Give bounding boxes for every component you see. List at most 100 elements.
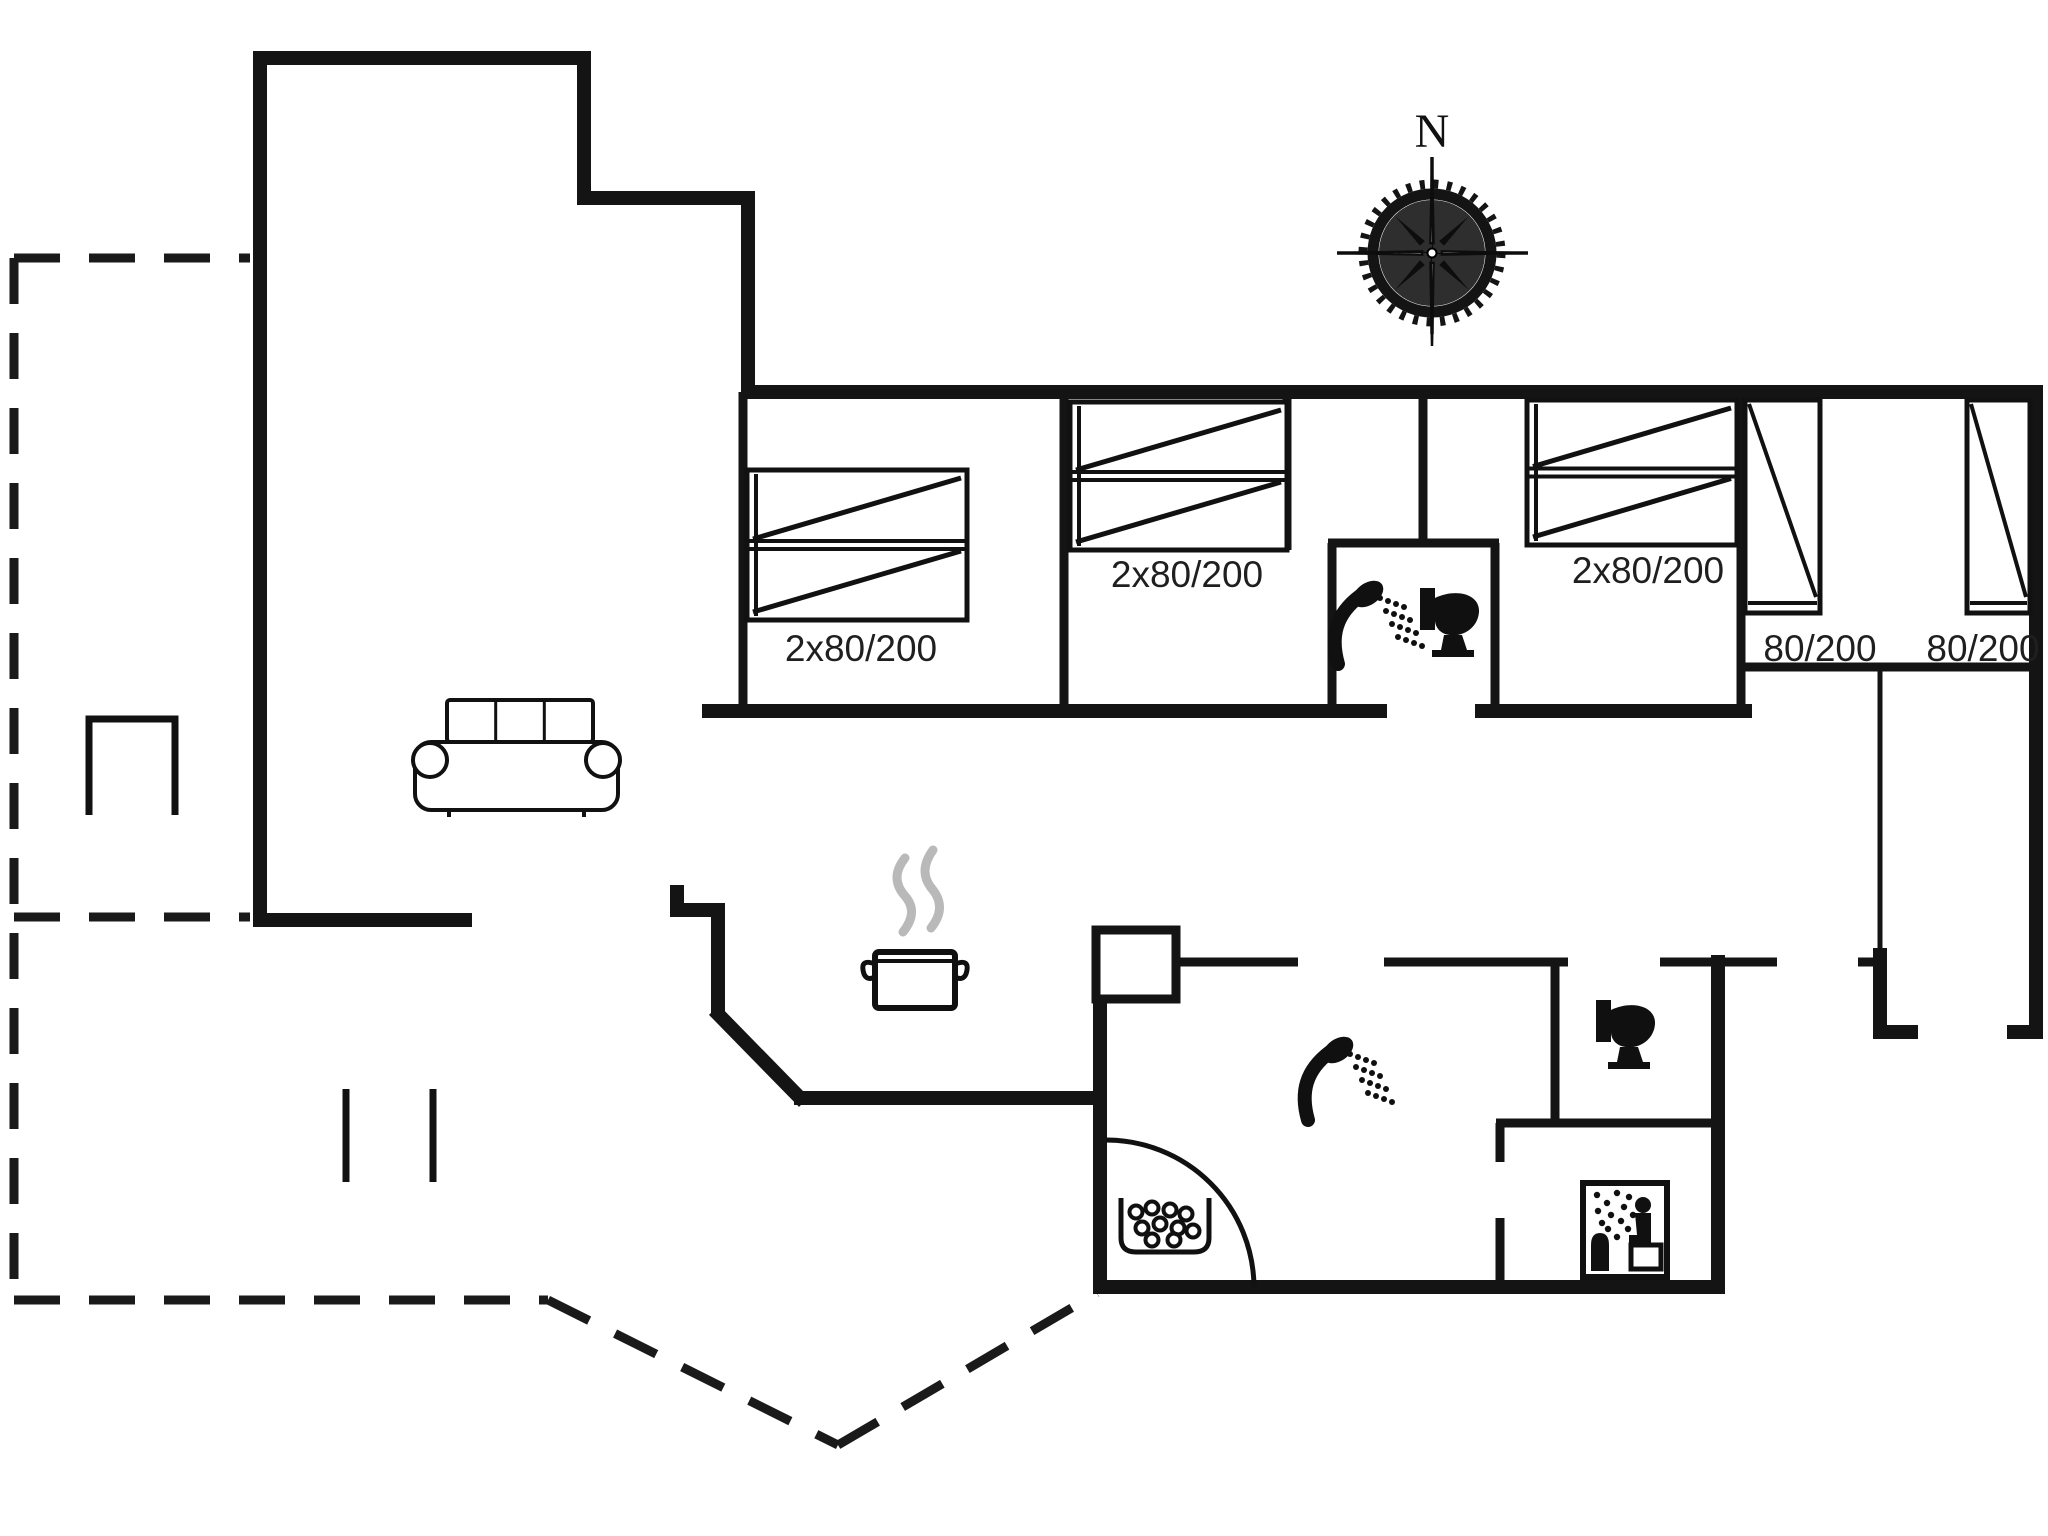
sauna-steam-dot <box>1594 1207 1602 1215</box>
sauna-steam-dot <box>1607 1211 1615 1219</box>
shower-spray-dot <box>1361 1067 1367 1073</box>
compass-minor-point <box>1395 260 1425 290</box>
sauna-steam-dot <box>1629 1211 1637 1219</box>
shower-spray-dot <box>1395 634 1401 640</box>
toilet-pedestal <box>1617 1047 1643 1062</box>
bed-diagonal <box>1969 403 2028 598</box>
shower-spray-dot <box>1369 1070 1375 1076</box>
bed-diagonal-lower <box>1532 476 1732 540</box>
shower-head <box>1322 1036 1354 1064</box>
toilet-bowl <box>1435 593 1480 636</box>
compass-major-point-shade <box>1432 160 1434 253</box>
shower-icon-lower-bath <box>1297 1036 1395 1127</box>
whirlpool-bubble <box>1127 1203 1145 1221</box>
shower-spray-dot <box>1399 614 1405 620</box>
sauna-steam-dot <box>1603 1199 1611 1207</box>
bed-diagonal-upper <box>1532 405 1732 469</box>
compass-minor-point <box>1395 216 1425 246</box>
pot-handle-left <box>860 959 877 981</box>
compass-major-point-shade <box>1432 253 1525 255</box>
sauna-steam-dot <box>1624 1225 1632 1233</box>
shower-spray-dot <box>1365 1090 1371 1096</box>
shower-spray-dot <box>1353 1064 1359 1070</box>
whirlpool-bubble <box>1143 1231 1161 1249</box>
shower-spray-dot <box>1385 598 1391 604</box>
shower-head <box>1352 580 1384 608</box>
shower-spray-dot <box>1405 627 1411 633</box>
shower-spray-dot <box>1391 611 1397 617</box>
double-bed-1 <box>744 467 970 623</box>
terrace-rail <box>85 715 179 815</box>
sauna-steam-dot <box>1620 1203 1628 1211</box>
wall-exterior-14 <box>708 1005 810 1107</box>
compass-minor-point <box>1439 260 1469 290</box>
whirlpool-bubble <box>1177 1205 1195 1223</box>
sofa-arm-left <box>411 741 449 779</box>
shower-icon-upper-bath <box>1327 580 1425 671</box>
bed-diagonal-lower <box>752 548 962 615</box>
sauna-stove <box>1591 1233 1609 1271</box>
toilet-tank <box>1596 1000 1611 1042</box>
shower-spray-dot <box>1407 617 1413 623</box>
steam-wisp-right <box>920 845 944 933</box>
sauna-steam-dot <box>1613 1233 1621 1241</box>
double-bed-frame <box>1524 397 1740 548</box>
sauna-steam-dot <box>1617 1217 1625 1225</box>
whirlpool-bubble <box>1161 1201 1179 1219</box>
bed-diagonal <box>1747 403 1818 598</box>
shower-spray-dot <box>1403 637 1409 643</box>
whirlpool-bubble <box>1143 1199 1161 1217</box>
shower-spray-dot <box>1411 640 1417 646</box>
bed-diagonal-lower <box>1075 479 1282 545</box>
toilet-base <box>1432 650 1474 657</box>
shower-spray-dot <box>1419 643 1425 649</box>
shower-spray-dot <box>1377 1073 1383 1079</box>
shower-spray-dot <box>1373 1093 1379 1099</box>
shower-spray-dot <box>1393 601 1399 607</box>
toilet-icon-upper-bath <box>1420 588 1480 657</box>
fireplace-box <box>1091 925 1181 1004</box>
sofa-arm-right <box>584 741 622 779</box>
terrace-dashed-line-4 <box>545 1295 841 1450</box>
shower-spray-dot <box>1381 1096 1387 1102</box>
toilet-tank <box>1420 588 1435 630</box>
shower-spray-dot <box>1375 1083 1381 1089</box>
bed-diagonal-upper <box>752 475 962 542</box>
whirlpool-tub <box>1118 1198 1212 1255</box>
shower-spray-dot <box>1389 1099 1395 1105</box>
single-bed-1 <box>1742 397 1823 616</box>
shower-spray-dot <box>1371 1060 1377 1066</box>
compass-rose: N <box>1337 105 1528 347</box>
double-bed-frame <box>744 467 970 623</box>
shower-spray-dot <box>1383 608 1389 614</box>
sauna-person-body <box>1629 1213 1651 1245</box>
toilet-bowl <box>1611 1005 1656 1048</box>
sofa-icon <box>411 698 622 817</box>
compass-minor-point <box>1439 216 1469 246</box>
compass-major-point-shade <box>1339 251 1432 253</box>
bed-diagonal-upper <box>1075 407 1282 473</box>
sauna-steam-dot <box>1625 1193 1633 1201</box>
sauna-icon <box>1580 1180 1670 1280</box>
sofa-back-cushions <box>445 698 595 744</box>
shower-spray-dot <box>1401 604 1407 610</box>
door-swing-arc <box>1105 1137 1257 1288</box>
sauna-steam-dot <box>1604 1225 1612 1233</box>
toilet-base <box>1608 1062 1650 1069</box>
compass-major-point-shade <box>1430 253 1432 346</box>
bed-size-label-3: 80/200 <box>1763 628 1876 669</box>
shower-spray-dot <box>1359 1077 1365 1083</box>
whirlpool-bubble <box>1151 1215 1169 1233</box>
terrace-dashed-line-5 <box>835 1289 1100 1449</box>
toilet-pedestal <box>1441 635 1467 650</box>
double-bed-3 <box>1524 397 1740 548</box>
shower-spray-dot <box>1389 621 1395 627</box>
whirlpool-bubble <box>1133 1219 1151 1237</box>
sauna-bench <box>1628 1242 1664 1272</box>
shower-spray-dot <box>1413 630 1419 636</box>
pot-handle-right <box>953 959 970 981</box>
compass-hub <box>1426 247 1438 259</box>
